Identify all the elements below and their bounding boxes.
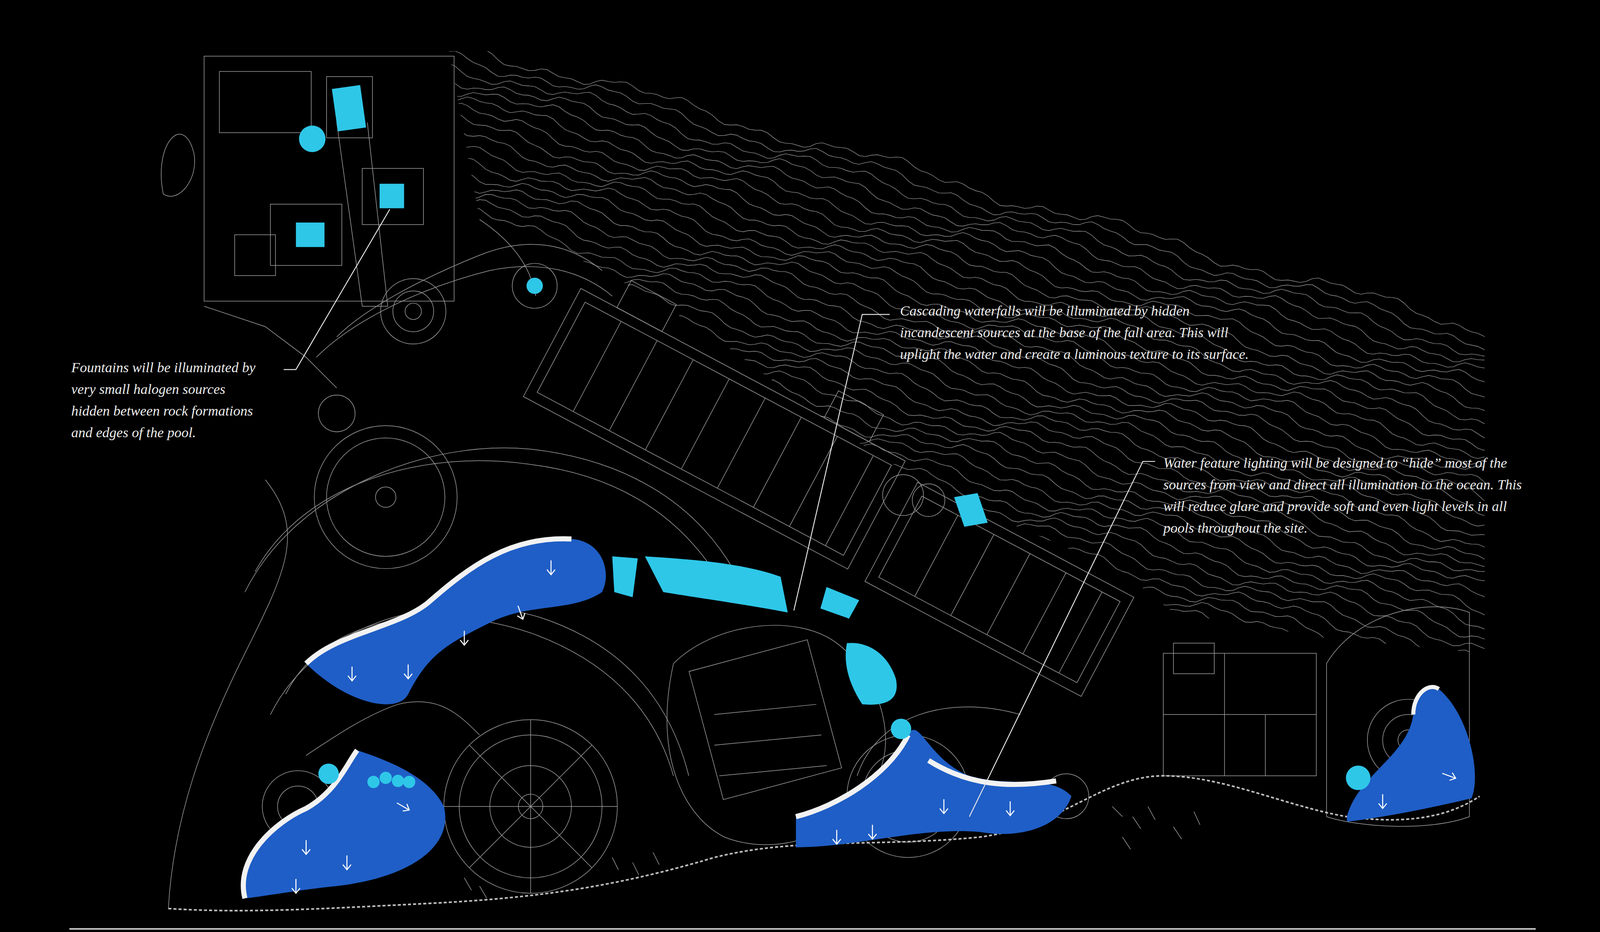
contour-line	[449, 631, 1490, 932]
contour-line	[449, 112, 1490, 413]
base-rule	[69, 927, 1536, 930]
contour-line	[449, 641, 1490, 932]
contour-line	[449, 402, 1490, 685]
contour-line	[449, 302, 1490, 583]
pools	[243, 538, 1475, 899]
contour-line	[449, 268, 1490, 561]
contour-line	[449, 520, 1490, 818]
contour-line	[449, 701, 1490, 932]
contour-line	[449, 242, 1490, 538]
contour-line	[449, 78, 1490, 362]
contour-line	[449, 180, 1490, 465]
contour-line	[449, 290, 1490, 572]
contour-line	[449, 491, 1490, 778]
contour-line	[449, 278, 1490, 567]
contour-line	[449, 498, 1490, 787]
contour-line	[449, 475, 1490, 759]
contour-line	[449, 697, 1490, 932]
contour-line	[449, 124, 1490, 426]
water-features	[295, 85, 1371, 790]
contour-line	[449, 610, 1490, 902]
contour-line	[449, 382, 1490, 667]
contour-line	[449, 510, 1490, 798]
contour-line	[449, 656, 1490, 932]
contour-line	[449, 372, 1490, 659]
lighting-note: Cascading waterfalls will be illuminated…	[900, 300, 1259, 365]
contour-line	[449, 620, 1490, 918]
contour-line	[449, 587, 1490, 867]
contour-line	[449, 199, 1490, 487]
contour-line	[449, 153, 1490, 450]
contour-line	[449, 555, 1490, 852]
contour-line	[449, 392, 1490, 675]
lighting-note: Water feature lighting will be designed …	[1163, 452, 1530, 539]
contour-line	[449, 410, 1490, 702]
contour-line	[449, 674, 1490, 932]
lighting-note: Fountains will be illuminated by very sm…	[71, 356, 268, 444]
leader-lines	[283, 209, 1155, 817]
contour-line	[449, 97, 1490, 385]
contour-line	[449, 601, 1490, 889]
contour-line	[449, 92, 1490, 369]
contour-line	[449, 103, 1490, 400]
contour-line	[449, 690, 1490, 932]
contour-line	[449, 484, 1490, 770]
contour-line	[449, 194, 1490, 470]
